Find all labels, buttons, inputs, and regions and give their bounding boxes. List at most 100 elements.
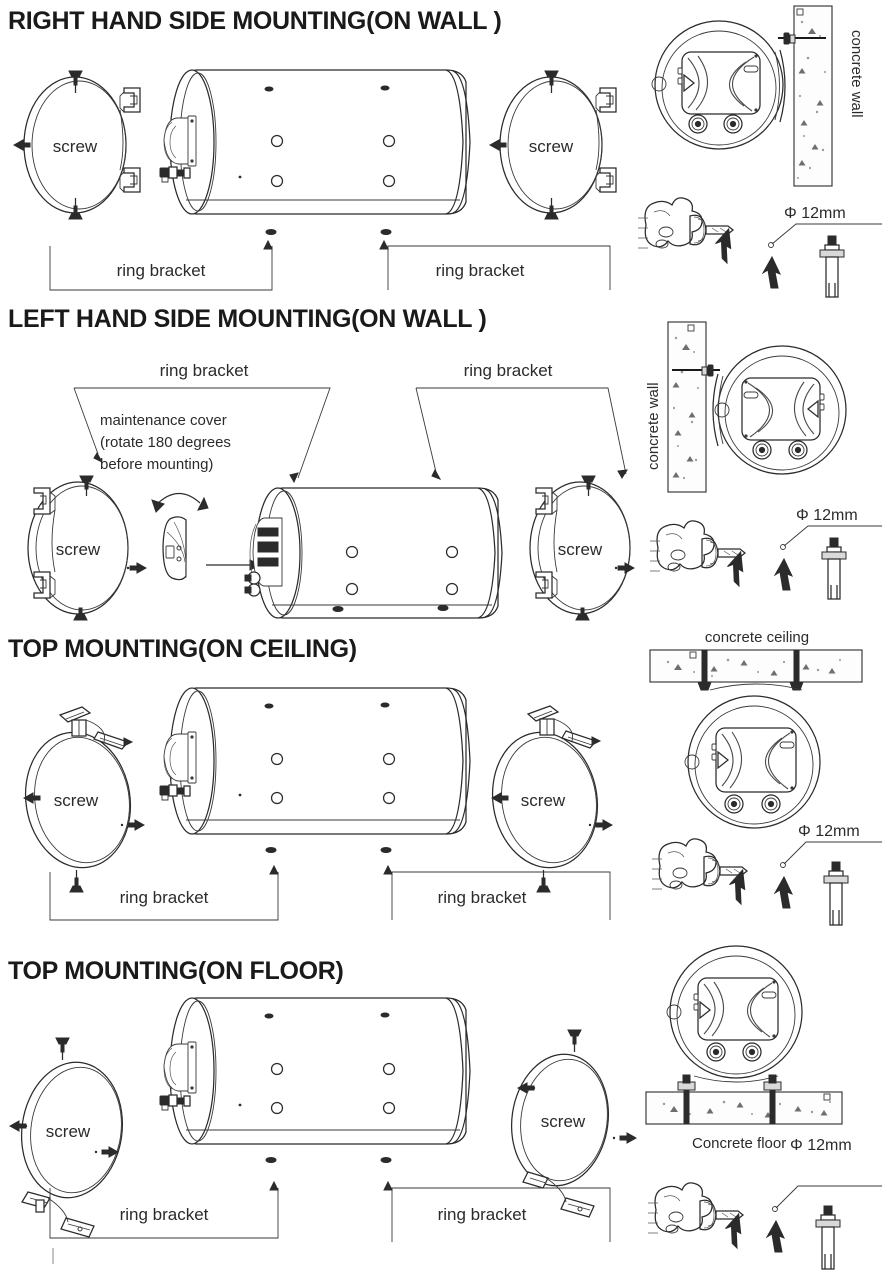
wall-anchor-detail-left-hand: concrete wall (632, 300, 882, 620)
ring-bracket-right: screw (529, 475, 636, 621)
screw-icon (581, 475, 596, 496)
arrow-icon (129, 562, 148, 574)
floor-mount-foot (60, 1217, 95, 1238)
maintenance-cover (163, 115, 197, 167)
callout-label: ring bracket (438, 1205, 527, 1224)
note-line-2: (rotate 180 degrees (100, 434, 231, 451)
screw-icon (55, 1037, 70, 1060)
assembly-diagram-top-ceiling: screw (0, 620, 640, 930)
hand-drill-illustration (638, 197, 735, 265)
surface-label: concrete wall (645, 382, 662, 470)
ring-bracket-left: screw (27, 475, 148, 621)
callout-label: ring bracket (464, 361, 553, 380)
tank-end-view (651, 20, 786, 150)
arrow-icon (488, 139, 507, 151)
c-clamp (535, 571, 558, 599)
floor-anchor-detail: Concrete floor (632, 930, 882, 1274)
callout-label: ring bracket (436, 261, 525, 280)
assembly-diagram-right-hand-wall: screw (0, 0, 640, 300)
exploded-view: screw (12, 69, 617, 291)
screw-icon (68, 198, 83, 220)
ring-bracket-right: screw (488, 70, 617, 220)
screw-icon (544, 198, 559, 220)
tank-end-view (666, 945, 803, 1083)
callout-ring-bracket-left: ring bracket (49, 1180, 279, 1239)
water-heater-tank (244, 487, 503, 619)
control-module (693, 977, 779, 1041)
section-heading: LEFT HAND SIDE MOUNTING(ON WALL ) (8, 305, 487, 333)
section-left-hand-wall: LEFT HAND SIDE MOUNTING(ON WALL ) ring b… (0, 300, 882, 621)
dimension-label: Φ 12mm (784, 205, 846, 222)
ring-bracket-left: screw (8, 1037, 124, 1264)
screw-label: screw (529, 137, 574, 156)
arrow-icon (127, 819, 146, 831)
callout-ring-bracket-right: ring bracket (383, 864, 611, 920)
control-module (677, 51, 761, 115)
drill-dimension-callout: Φ 12mm (761, 205, 882, 289)
tank-end-view (712, 345, 847, 475)
c-clamp (535, 487, 558, 515)
exploded-view: ring bracket ring bracket maintenance co… (27, 361, 636, 621)
drill-dimension-callout: Φ 12mm (773, 507, 882, 591)
anchor-detail: concrete ceiling (649, 629, 882, 926)
arrow-icon (617, 562, 636, 574)
screw-icon (544, 70, 559, 93)
ring-bracket-right: screw (490, 705, 614, 893)
callout-label: ring bracket (438, 888, 527, 907)
callout-ring-bracket-right: ring bracket (379, 239, 611, 290)
section-heading: TOP MOUNTING(ON FLOOR) (8, 957, 344, 985)
screw-icon (68, 70, 83, 93)
maintenance-cover (249, 517, 283, 587)
section-top-floor: TOP MOUNTING(ON FLOOR) (0, 930, 882, 1274)
arrow-icon (490, 792, 509, 804)
screw-icon (69, 870, 84, 893)
maintenance-cover-detached (162, 516, 187, 581)
concrete-wall (778, 5, 833, 187)
c-clamp (119, 167, 141, 193)
hand-drill-illustration (650, 520, 747, 588)
callout-ring-bracket-left: ring bracket (49, 864, 279, 921)
section-right-hand-wall: RIGHT HAND SIDE MOUNTING(ON WALL ) (0, 0, 882, 300)
screw-label: screw (56, 540, 101, 559)
arrow-icon (619, 1132, 638, 1144)
callout-ring-bracket-right: ring bracket (383, 1180, 611, 1242)
c-clamp (119, 87, 141, 113)
rotation-indicator (151, 492, 209, 513)
drill-dimension-callout: Φ 12mm (773, 823, 882, 909)
floor-mount-foot (21, 1191, 51, 1213)
water-heater-tank (159, 69, 471, 235)
pipe-fittings (244, 571, 261, 597)
callout-ring-bracket-right: ring bracket (415, 361, 628, 480)
section-heading: RIGHT HAND SIDE MOUNTING(ON WALL ) (8, 7, 502, 35)
screw-icon (73, 607, 88, 621)
ceiling-mount-tab (58, 706, 92, 737)
drill-bit (699, 1199, 745, 1231)
dimension-label: Φ 12mm (796, 507, 858, 524)
screw-label: screw (54, 791, 99, 810)
callout-ring-bracket-left: ring bracket (49, 239, 273, 291)
note-line-3: before mounting) (100, 456, 213, 473)
concrete-ceiling (649, 649, 863, 691)
wall-anchor-detail-right-hand: concrete wall (632, 0, 882, 300)
maintenance-cover (163, 1041, 197, 1094)
screw-icon (79, 475, 94, 496)
ceiling-mount-tab (526, 705, 560, 736)
section-top-ceiling: TOP MOUNTING(ON CEILING) (0, 620, 882, 930)
hand-drill-illustration (648, 1182, 745, 1250)
arrow-icon (12, 139, 31, 151)
pipe-fittings (159, 166, 191, 183)
screw-icon (536, 870, 551, 893)
ring-bracket-right: screw (510, 1029, 638, 1218)
ceiling-mount-tab (561, 730, 602, 749)
port-connectors (706, 1042, 762, 1062)
surface-label: Concrete floor (692, 1135, 786, 1152)
port-connectors (688, 114, 743, 134)
drill-bit (703, 855, 749, 887)
insert-arrow (206, 559, 262, 571)
assembly-diagram-left-hand-wall: ring bracket ring bracket maintenance co… (0, 300, 640, 621)
water-heater-tank (159, 997, 471, 1163)
c-clamp (33, 571, 56, 599)
dimension-label: Φ 12mm (798, 823, 860, 840)
anchor-detail: Concrete floor (645, 945, 882, 1270)
